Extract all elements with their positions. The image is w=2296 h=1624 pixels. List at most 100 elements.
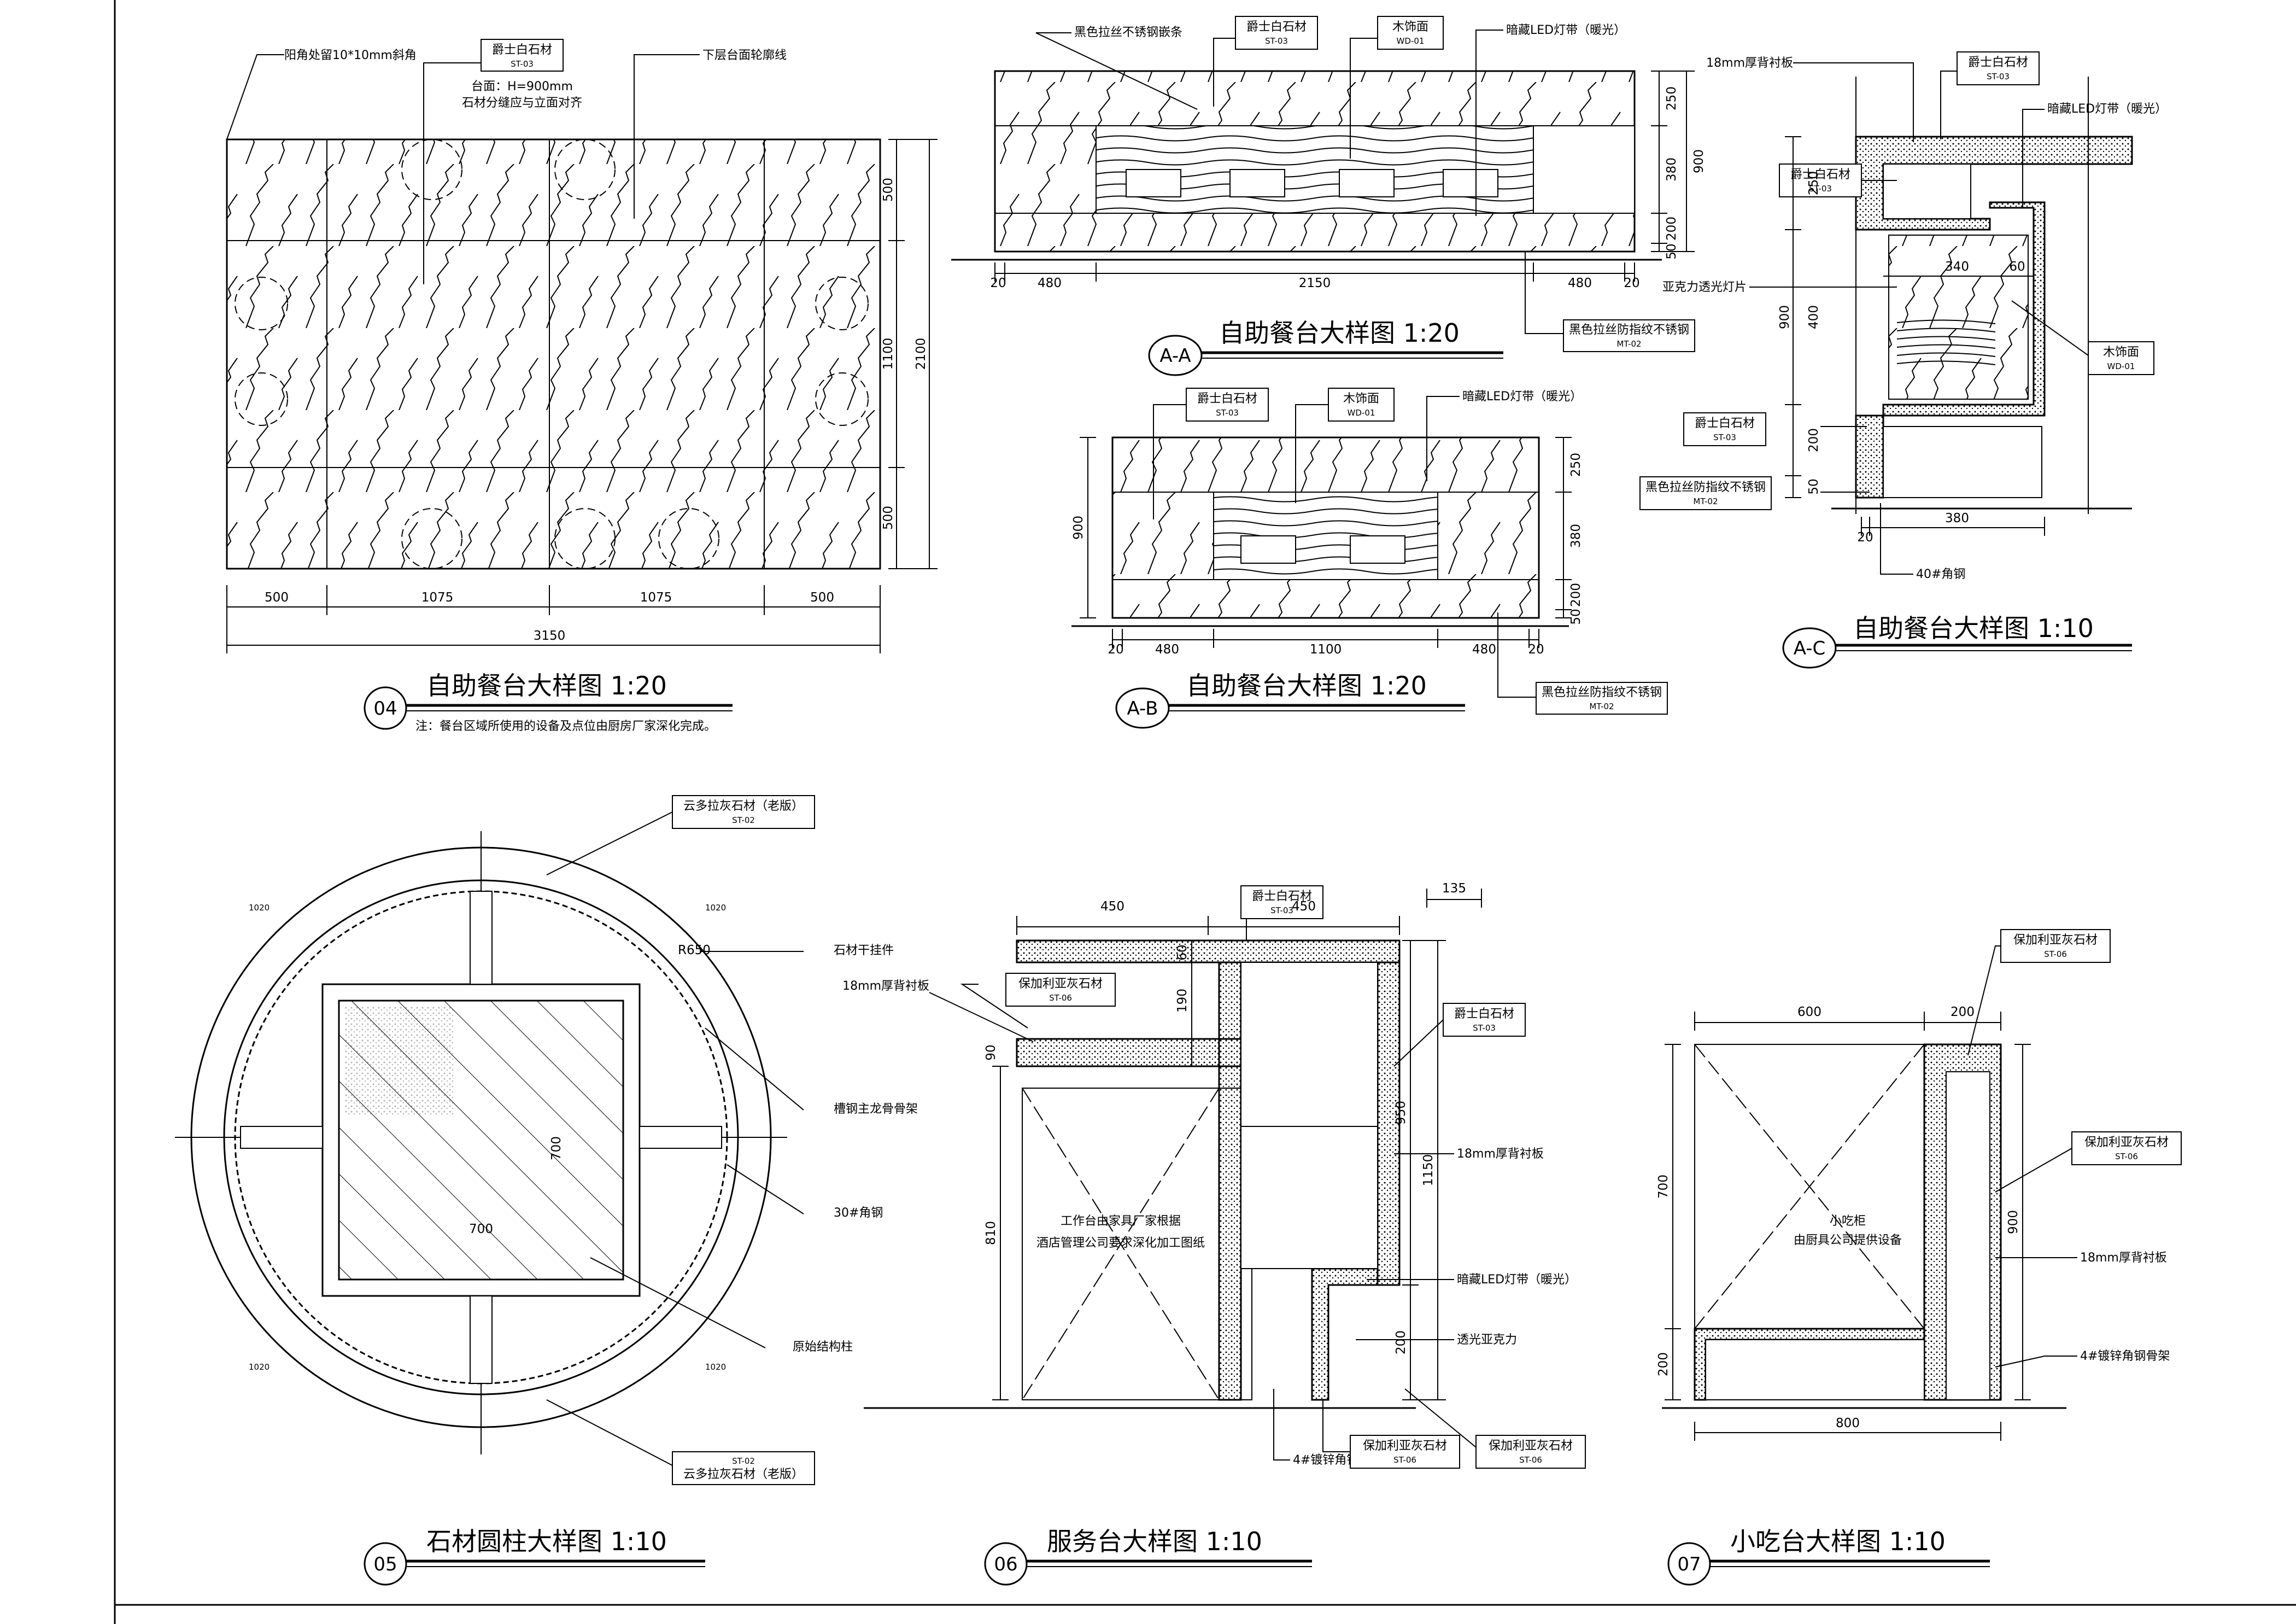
v06-dim-v90: 90 <box>984 1044 998 1060</box>
vAB-dim-h1: 20 <box>1108 642 1123 657</box>
vAC-dim-v2: 400 <box>1807 305 1821 329</box>
vAC-dim-v-total: 900 <box>1778 305 1792 329</box>
vAC-label-stone-top: 爵士白石材 <box>1968 56 2028 69</box>
vAB-dim-v-total: 900 <box>1071 516 1086 540</box>
view-04-plan: 阳角处留10*10mm斜角 爵士白石材 ST-03 台面：H=900mm 石材分… <box>226 39 938 733</box>
vAC-dim-340: 340 <box>1945 260 1969 274</box>
v07-label-center2: 由厨具公司提供设备 <box>1794 1234 1902 1247</box>
vAA-dim-h1: 20 <box>990 276 1006 290</box>
v04-dim-v2: 1100 <box>881 338 895 370</box>
vAA-code-stone: ST-03 <box>1265 36 1288 46</box>
v05-code-bottom: ST-02 <box>732 1456 755 1466</box>
vAB-label-led: 暗藏LED灯带（暖光） <box>1462 390 1582 404</box>
v04-label-stone: 爵士白石材 <box>492 43 552 57</box>
v04-code-stone: ST-03 <box>511 59 534 69</box>
v07-dim-800: 800 <box>1836 1416 1860 1430</box>
view-AA-elevation: 黑色拉丝不锈钢嵌条 爵士白石材 ST-03 木饰面 WD-01 暗藏LED灯带（… <box>951 16 1706 376</box>
vAC-label-stone: 爵士白石材 <box>1790 168 1850 182</box>
v04-dim-h4: 500 <box>810 591 834 605</box>
vAA-code-base: MT-02 <box>1616 339 1641 349</box>
vAA-dim-v1: 250 <box>1665 86 1679 110</box>
v06-label-work1: 工作台由家具厂家根据 <box>1061 1214 1181 1228</box>
vAC-dim-v4: 50 <box>1807 478 1821 494</box>
vAC-dim-v1: 250 <box>1807 171 1821 195</box>
vAB-dim-v2: 380 <box>1569 524 1583 548</box>
v07-code-r: ST-06 <box>2115 1152 2138 1161</box>
v07-label-frame: 4#镀锌角钢骨架 <box>2080 1350 2170 1363</box>
vAA-dim-v3: 200 <box>1665 217 1679 241</box>
v06-code-stone-r: ST-03 <box>1473 1023 1496 1033</box>
vAC-dim-20: 20 <box>1857 530 1873 545</box>
v07-dim-900: 900 <box>2006 1210 2020 1234</box>
v05-arc-4: 1020 <box>705 1362 726 1372</box>
v06-label-stone: 爵士白石材 <box>1252 890 1312 903</box>
vAB-code-base: MT-02 <box>1589 702 1614 711</box>
vAB-dim-h5: 20 <box>1528 642 1544 657</box>
sheet-note: 注：餐台区域所使用的设备及点位由厨房厂家深化完成。 <box>415 720 716 733</box>
vAA-dim-h2: 480 <box>1038 276 1062 290</box>
v04-dim-h3: 1075 <box>640 591 672 605</box>
vAA-label-wood: 木饰面 <box>1392 20 1428 34</box>
vAC-code-stone: ST-03 <box>1809 184 1832 194</box>
sheet-frame <box>114 0 2296 1624</box>
v04-label-chamfer: 阳角处留10*10mm斜角 <box>284 49 417 62</box>
v06-label-led: 暗藏LED灯带（暖光） <box>1457 1273 1577 1287</box>
v05-dim-700-v: 700 <box>549 1136 564 1160</box>
v06-label-board-r: 18mm厚背衬板 <box>1457 1147 1544 1161</box>
vAA-label-steel: 黑色拉丝不锈钢嵌条 <box>1074 26 1182 39</box>
vAA-dim-h4: 480 <box>1568 276 1592 290</box>
vAC-label-base: 黑色拉丝防指纹不锈钢 <box>1645 481 1766 494</box>
v06-dim-top1: 450 <box>1100 899 1124 914</box>
v04-label-joint: 石材分缝应与立面对齐 <box>462 96 582 110</box>
view-05-column: 云多拉灰石材（老版） ST-02 石材干挂件 槽钢主龙骨骨架 30#角钢 原始结… <box>175 795 918 1586</box>
v05-number: 05 <box>373 1553 397 1575</box>
vAA-dim-v-total: 900 <box>1692 149 1706 173</box>
vAA-title: 自助餐台大样图 1:20 <box>1219 318 1460 348</box>
view-AB-elevation: 爵士白石材 ST-03 木饰面 WD-01 暗藏LED灯带（暖光） 黑色拉丝防指… <box>1071 388 1668 729</box>
v07-dim-200: 200 <box>1951 1005 1975 1019</box>
vAC-code-stone-top: ST-03 <box>1987 72 2010 81</box>
vAC-label-angle: 40#角钢 <box>1916 568 1965 581</box>
vAA-dim-v4: 50 <box>1665 243 1679 259</box>
v06-dim-top2: 450 <box>1292 899 1316 914</box>
view-07-snack: 小吃柜 由厨具公司提供设备 保加利亚灰石材 ST-06 保加利亚灰石材 ST-0… <box>1656 929 2182 1586</box>
vAC-label-stone2: 爵士白石材 <box>1695 417 1755 430</box>
vAB-dim-h4: 480 <box>1472 642 1496 657</box>
v07-label-top: 保加利亚灰石材 <box>2013 933 2098 947</box>
vAA-label-base: 黑色拉丝防指纹不锈钢 <box>1569 323 1689 337</box>
v06-code-stone: ST-03 <box>1270 906 1293 915</box>
v06-dim-1150: 1150 <box>1421 1154 1436 1187</box>
vAC-label-led: 暗藏LED灯带（暖光） <box>2047 102 2167 116</box>
view-AC-section: 18mm厚背衬板 爵士白石材 ST-03 暗藏LED灯带（暖光） 爵士白石材 S… <box>1639 51 2167 669</box>
vAB-dim-v3: 200 <box>1569 583 1583 607</box>
vAA-code-wood: WD-01 <box>1397 36 1425 46</box>
v07-number: 07 <box>1677 1553 1701 1575</box>
v04-dim-h2: 1075 <box>421 591 454 605</box>
v05-arc-3: 1020 <box>249 1362 270 1372</box>
v07-label-center1: 小吃柜 <box>1830 1214 1866 1228</box>
vAB-number: A-B <box>1127 698 1158 720</box>
v06-number: 06 <box>994 1553 1017 1575</box>
vAA-label-led: 暗藏LED灯带（暖光） <box>1506 24 1626 37</box>
vAB-label-wood: 木饰面 <box>1343 392 1379 406</box>
v06-dim-810: 810 <box>984 1221 998 1245</box>
v07-label-r: 保加利亚灰石材 <box>2084 1136 2169 1149</box>
vAC-dim-380: 380 <box>1945 511 1969 525</box>
v06-code-bulgaria: ST-06 <box>1049 993 1072 1003</box>
v05-arc-2: 1020 <box>705 903 726 913</box>
v04-label-outline: 下层台面轮廓线 <box>702 49 787 62</box>
vAC-code-base: MT-02 <box>1693 496 1718 506</box>
v04-dim-total: 3150 <box>534 629 566 643</box>
v04-dim-v3: 500 <box>881 506 895 530</box>
vAB-title: 自助餐台大样图 1:20 <box>1186 671 1427 700</box>
v05-arc-1: 1020 <box>249 903 270 913</box>
v06-label-bulgaria: 保加利亚灰石材 <box>1018 977 1103 991</box>
vAC-label-board: 18mm厚背衬板 <box>1706 56 1793 70</box>
v05-label-hang: 石材干挂件 <box>834 944 894 957</box>
vAA-dim-v2: 380 <box>1665 157 1679 182</box>
vAC-title: 自助餐台大样图 1:10 <box>1853 614 2094 643</box>
v04-title: 自助餐台大样图 1:20 <box>426 671 667 700</box>
v06-label-stone-r: 爵士白石材 <box>1454 1007 1514 1021</box>
v06-label-board: 18mm厚背衬板 <box>842 979 929 993</box>
